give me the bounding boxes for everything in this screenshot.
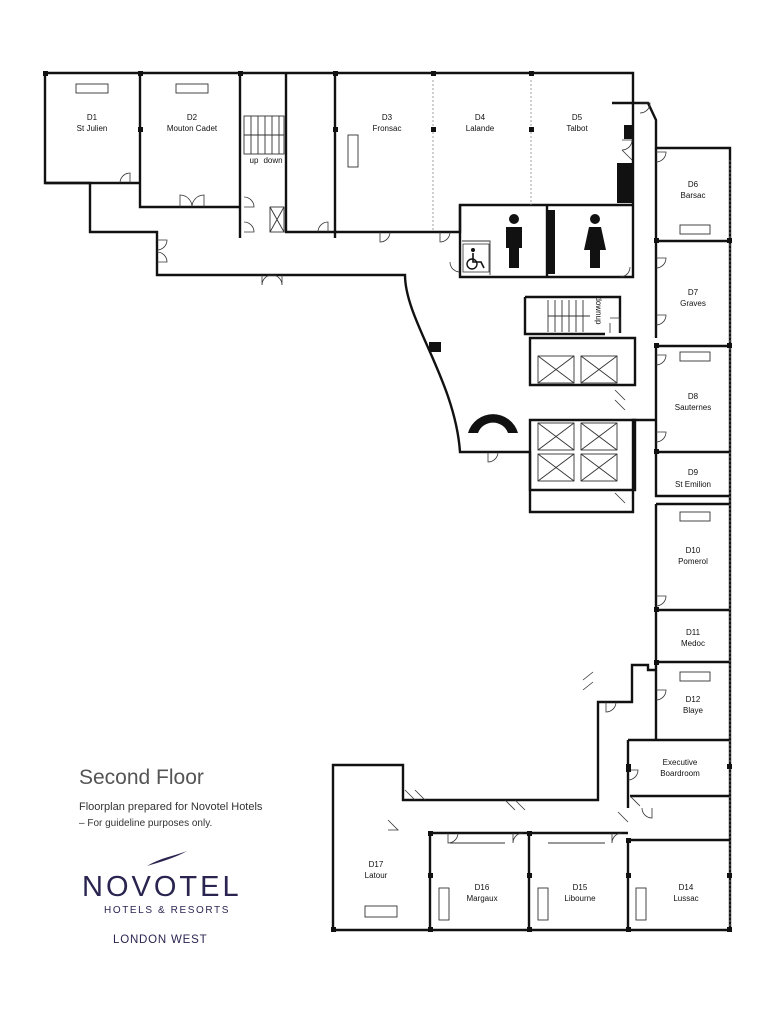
bottom-rooms: [428, 831, 730, 930]
stairs2-down-label: down: [594, 296, 603, 315]
room-d16-name: Margaux: [466, 894, 497, 903]
room-d17-id: D17: [369, 860, 384, 869]
room-d11-name: Medoc: [681, 639, 705, 648]
room-d6-name: Barsac: [681, 191, 706, 200]
room-labels: D1 St Julien D2 Mouton Cadet D3 Fronsac …: [77, 113, 712, 903]
legend-line-1: Floorplan prepared for Novotel Hotels: [79, 801, 263, 813]
toilets: [458, 205, 635, 279]
room-d7-id: D7: [688, 288, 699, 297]
brand-logo-text: NOVOTEL: [82, 871, 242, 903]
brand-tagline: HOTELS & RESORTS: [104, 905, 230, 916]
elevator-icon: [537, 422, 618, 482]
room-d5-id: D5: [572, 113, 583, 122]
room-d11-id: D11: [686, 628, 701, 637]
room-d4-id: D4: [475, 113, 486, 122]
room-boardroom-line2: Boardroom: [660, 769, 700, 778]
right-rooms: [626, 148, 731, 930]
room-d14-id: D14: [679, 883, 694, 892]
female-toilet-icon: [584, 214, 606, 268]
room-d3-name: Fronsac: [373, 124, 402, 133]
wheelchair-accessible-icon: [462, 243, 490, 273]
door-swing-icon: [119, 102, 667, 844]
stairwell-top: up down: [243, 115, 285, 233]
room-d15-name: Libourne: [564, 894, 596, 903]
room-d15-id: D15: [573, 883, 588, 892]
core: down up: [429, 295, 637, 492]
room-d2-id: D2: [187, 113, 198, 122]
room-d3-id: D3: [382, 113, 393, 122]
columns: [43, 71, 732, 932]
room-d8-name: Sauternes: [675, 403, 711, 412]
brand-location: LONDON WEST: [113, 934, 208, 946]
room-d12-name: Blaye: [683, 706, 704, 715]
novotel-logo-swoosh: [147, 851, 187, 866]
legend-line-2: – For guideline purposes only.: [79, 818, 213, 829]
room-d4-name: Lalande: [466, 124, 495, 133]
room-d12-id: D12: [686, 695, 701, 704]
top-room-walls: [45, 73, 635, 238]
elevator-icon: [537, 355, 618, 384]
room-d17-name: Latour: [365, 871, 388, 880]
room-d7-name: Graves: [680, 299, 706, 308]
room-d6-id: D6: [688, 180, 699, 189]
room-d1-id: D1: [87, 113, 98, 122]
male-toilet-icon: [506, 214, 522, 268]
room-d10-id: D10: [686, 546, 701, 555]
floor-title: Second Floor: [79, 766, 204, 789]
room-d9-id: D9: [688, 468, 699, 477]
room-d14-name: Lussac: [673, 894, 698, 903]
room-d10-name: Pomerol: [678, 557, 708, 566]
stairs-up-label: up: [250, 156, 259, 165]
room-d2-name: Mouton Cadet: [167, 124, 218, 133]
stairs2-up-label: up: [594, 316, 603, 325]
room-d16-id: D16: [475, 883, 490, 892]
room-d9-name: St Emilion: [675, 480, 711, 489]
room-fixtures: [75, 83, 711, 921]
room-d1-name: St Julien: [77, 124, 108, 133]
revolving-door-icon: [468, 414, 518, 433]
room-boardroom-line1: Executive: [663, 758, 698, 767]
stairs-down-label: down: [263, 156, 282, 165]
room-d5-name: Talbot: [566, 124, 588, 133]
room-d8-id: D8: [688, 392, 699, 401]
